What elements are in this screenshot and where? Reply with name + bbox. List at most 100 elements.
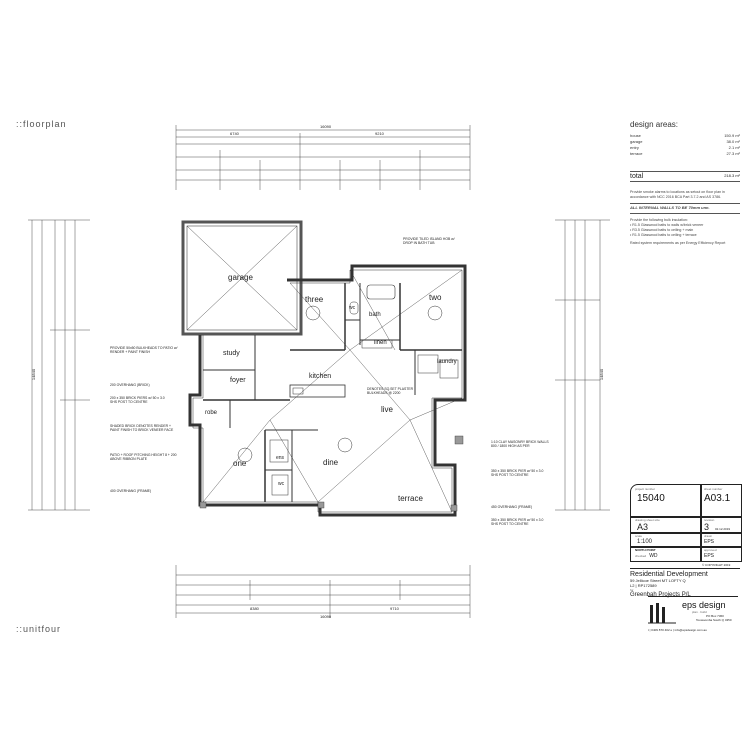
- firm-contact: t | 0409 870 402 e | info@epsdesign.com.…: [648, 628, 707, 632]
- project-number: 15040: [637, 493, 665, 504]
- sheet-size-cell: drawing sheet size A3: [630, 516, 702, 534]
- design-areas-title: design areas:: [630, 120, 679, 129]
- smoke-alarm-note: Provide smoke alarms to locations as set…: [630, 190, 725, 199]
- eps-logo-icon: [648, 603, 676, 624]
- sheet-number-cell: sheet number A03.1: [700, 484, 742, 518]
- area-value: 27.3 m²: [726, 151, 740, 156]
- annotation-brick-piers: 200 x 350 BRICK PIERS w/ 50 x 3.0 SHS PO…: [110, 396, 165, 404]
- project-title: Residential Development: [630, 571, 708, 578]
- dim-right-overall: 14840: [599, 368, 605, 381]
- title-block: project number 15040 sheet number A03.1 …: [630, 484, 742, 640]
- sheet-size: A3: [637, 522, 649, 532]
- sheet-number: A03.1: [704, 493, 731, 504]
- room-robe: robe: [205, 410, 218, 416]
- revision-cell: revision 3 02.12.2019: [700, 516, 742, 534]
- area-row: house 150.9 m²: [630, 133, 740, 139]
- copyright: © COPYRIGHT 2019: [702, 563, 731, 567]
- room-laundry: laundry: [437, 359, 457, 365]
- dim-top-b: 9210: [375, 131, 384, 136]
- area-value: 2.1 m²: [728, 145, 740, 150]
- room-study: study: [223, 350, 240, 357]
- annotation-clay-masonry: 1:10 CLAY MASONRY BRICK WALLS 800 / 1800…: [491, 440, 549, 448]
- checked: WD: [649, 553, 658, 559]
- insulation-item: • R3.5 Glasswool batts to ceiling + main: [630, 227, 694, 232]
- revision-label: revision: [704, 518, 715, 522]
- insulation-list: • R1.5 Glasswool batts to walls w/brick …: [630, 223, 740, 237]
- area-row: entry 2.1 m²: [630, 145, 740, 151]
- dim-bottom-a: 8380: [250, 606, 259, 611]
- annotation-bulkheads: PROVIDE 50x50 BULKHEADS TO PATIO w/ REND…: [110, 346, 178, 354]
- drawn-cell: drawn EPS: [700, 532, 742, 548]
- insulation-item: • R1.5 Glasswool batts to walls w/brick …: [630, 223, 704, 228]
- floor-plan-drawing: [28, 125, 610, 618]
- scale-cell: scale 1:100: [630, 532, 702, 548]
- area-label: garage: [630, 139, 643, 144]
- room-garage: garage: [228, 273, 253, 282]
- annotation-patio-roof: PATIO + ROOF PITCHING HEIGHT 8 + 200 ABO…: [110, 453, 177, 461]
- dim-bottom-overall: 16090: [320, 614, 332, 619]
- project-lot: L2 | RP172589: [630, 583, 657, 588]
- revision-date: 02.12.2019: [715, 527, 731, 531]
- firm-town: Toowoomba South Q 4350: [696, 618, 732, 622]
- dim-top-a: 6740: [230, 131, 239, 136]
- annotation-brick-pier: 350 x 350 BRICK PIER w/ 50 x 3.0 SHS POS…: [491, 469, 544, 477]
- room-foyer: foyer: [230, 377, 246, 384]
- annotation-plaster-bulkheads: DENOTES SQ.SET PLASTER BULKHEADS @ 2200: [367, 387, 414, 395]
- room-dine: dine: [323, 458, 339, 467]
- total-label: total: [630, 173, 644, 180]
- project-info: Residential Development 59 Jellicoe Stre…: [630, 568, 740, 598]
- area-label: house: [630, 133, 641, 138]
- room-wc: wc: [349, 305, 356, 311]
- project-number-label: project number: [635, 487, 656, 491]
- room-live: live: [381, 405, 394, 414]
- total-row: total 218.3 m²: [630, 171, 740, 182]
- dim-left-overall: 14840: [31, 368, 37, 381]
- project-number-cell: project number 15040: [630, 484, 702, 518]
- firm-subtitle: plan · build: [692, 610, 707, 614]
- room-wc2: wc: [278, 481, 285, 487]
- checked-cell: NORTH POINT checked WD: [630, 546, 702, 562]
- approved-cell: approved EPS: [700, 546, 742, 562]
- approved-label: approved: [704, 548, 717, 552]
- client-name: Greenbah Projects P/L: [630, 592, 691, 598]
- drawn: EPS: [704, 539, 715, 545]
- energy-rating-note: Rated system requirements as per Energy …: [630, 241, 726, 246]
- area-value: 38.0 m²: [726, 139, 740, 144]
- total-value: 218.3 m²: [724, 173, 740, 178]
- room-terrace: terrace: [398, 494, 423, 503]
- client-label: for: [630, 588, 634, 592]
- unit-heading: ::unitfour: [16, 624, 62, 634]
- sheet-number-label: sheet number: [704, 487, 723, 491]
- annotation-brick-pier-2: 350 x 350 BRICK PIER w/ 50 x 3.0 SHS POS…: [491, 518, 544, 526]
- project-address: 59 Jellicoe Street MT LOFTY Q: [630, 578, 686, 583]
- area-value: 150.9 m²: [724, 133, 740, 138]
- checked-label: checked: [635, 554, 647, 558]
- revision: 3: [704, 522, 710, 532]
- annotation-island-hob: PROVIDE TILED ISLAND HOB w/ DROP IN BATH…: [403, 237, 455, 245]
- firm-name: eps design: [682, 600, 726, 610]
- area-label: entry: [630, 145, 639, 150]
- room-three: three: [305, 295, 324, 304]
- approved: EPS: [704, 553, 715, 559]
- annotation-overhang-450: 450 OVERHANG (FRAME): [491, 505, 533, 509]
- dim-bottom-b: 9710: [390, 606, 399, 611]
- north-point-label: NORTH POINT: [635, 548, 656, 552]
- room-two: two: [429, 293, 442, 302]
- firm-block: eps design plan · build PO Box 7360 Toow…: [648, 596, 738, 629]
- internal-walls-note: ALL INTERNAL WALLS TO BE 70mm unn.: [630, 203, 740, 214]
- annotation-shaded-brick: SHADED BRICK DENOTES RENDER + PAINT FINI…: [110, 424, 174, 432]
- floorplan-heading: ::floorplan: [16, 119, 67, 129]
- room-linen: linen: [374, 340, 387, 346]
- area-row: terrace 27.3 m²: [630, 151, 740, 157]
- insulation-heading: Provide the following bulk insulation:: [630, 217, 688, 222]
- annotation-overhang-brick: 200 OVERHANG (BRICK): [110, 383, 150, 387]
- annotation-overhang-frame: 400 OVERHANG (FRAME): [110, 489, 152, 493]
- area-row: garage 38.0 m²: [630, 139, 740, 145]
- room-one: one: [233, 459, 247, 468]
- firm-po-box: PO Box 7360: [706, 614, 724, 618]
- scale-label: scale: [635, 534, 643, 538]
- insulation-item: • R1.5 Glasswool batts to ceiling + terr…: [630, 232, 697, 237]
- room-ens: ens: [276, 455, 285, 461]
- area-label: terrace: [630, 151, 643, 156]
- scale: 1:100: [637, 539, 653, 545]
